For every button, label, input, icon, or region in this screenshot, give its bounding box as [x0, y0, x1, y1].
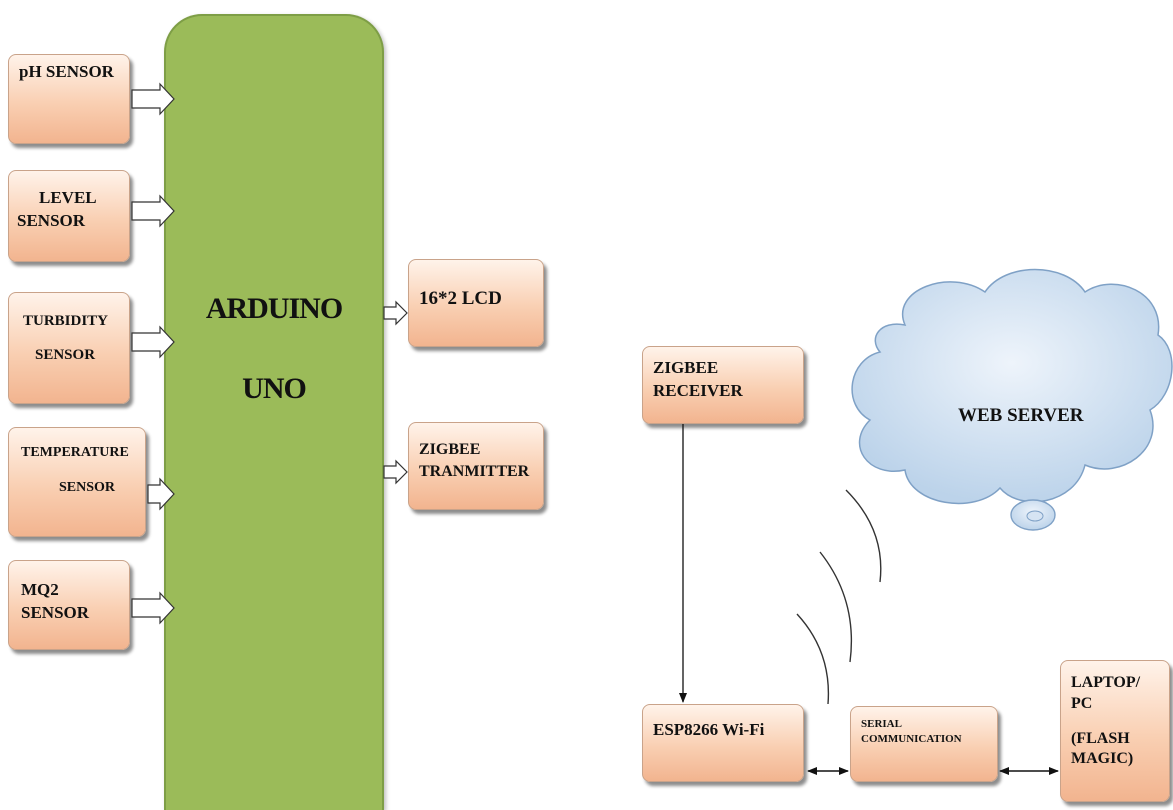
- zigbee-tx-arrow: [383, 459, 408, 485]
- web-server-label: WEB SERVER: [958, 405, 1084, 426]
- zigbee-tx-label-line2: TRANMITTER: [419, 462, 530, 480]
- serial-label-line2: COMMUNICATION: [861, 732, 962, 745]
- zigbee-transmitter-block: ZIGBEE TRANMITTER: [408, 422, 544, 510]
- serial-communication-block: SERIAL COMMUNICATION: [850, 706, 998, 782]
- lcd-label: 16*2 LCD: [419, 288, 502, 309]
- mq2-sensor-block: MQ2 SENSOR: [8, 560, 130, 650]
- laptop-label-line2: PC: [1071, 694, 1093, 712]
- mq2-sensor-label-line2: SENSOR: [21, 602, 90, 622]
- laptop-label-line4: (FLASH: [1071, 729, 1130, 747]
- output-arrows: [383, 300, 408, 485]
- laptop-label-line5: MAGIC): [1071, 750, 1134, 768]
- laptop-label-line1: LAPTOP/: [1071, 674, 1141, 691]
- controller-label-line2: UNO: [242, 372, 307, 405]
- wireless-signal-arcs: [796, 489, 882, 705]
- mq2-sensor-label-line1: MQ2: [21, 580, 59, 599]
- temperature-sensor-block: TEMPERATURE SENSOR: [8, 427, 146, 537]
- esp8266-block: ESP8266 Wi-Fi: [642, 704, 804, 782]
- turbidity-sensor-label-line1: TURBIDITY: [23, 313, 109, 329]
- ph-arrow: [131, 82, 175, 116]
- level-sensor-label-line2: SENSOR: [17, 210, 86, 230]
- lcd-arrow: [383, 300, 408, 326]
- arduino-uno-block: [164, 14, 384, 810]
- ph-sensor-label: pH SENSOR: [19, 62, 114, 81]
- esp8266-label: ESP8266 Wi-Fi: [653, 720, 765, 739]
- lcd-block: 16*2 LCD: [408, 259, 544, 347]
- mq2-arrow: [131, 591, 175, 625]
- level-sensor-label-line1: LEVEL: [39, 188, 97, 207]
- web-server-cloud: [851, 268, 1173, 531]
- temperature-sensor-label-line2: SENSOR: [59, 479, 116, 495]
- level-sensor-block: LEVEL SENSOR: [8, 170, 130, 262]
- temperature-sensor-label-line1: TEMPERATURE: [21, 445, 129, 460]
- zigbee-rx-label-line2: RECEIVER: [653, 380, 743, 400]
- zigbee-receiver-block: ZIGBEE RECEIVER: [642, 346, 804, 424]
- temperature-arrow: [147, 477, 175, 511]
- turbidity-sensor-label-line2: SENSOR: [35, 347, 96, 364]
- serial-label-line1: SERIAL: [861, 718, 902, 730]
- turbidity-arrow: [131, 325, 175, 359]
- zigbee-rx-label-line1: ZIGBEE: [653, 358, 719, 377]
- turbidity-sensor-block: TURBIDITY SENSOR: [8, 292, 130, 404]
- ph-sensor-block: pH SENSOR: [8, 54, 130, 144]
- sensor-arrows: [131, 82, 175, 625]
- laptop-pc-block: LAPTOP/ PC (FLASH MAGIC): [1060, 660, 1170, 802]
- zigbee-tx-label-line1: ZIGBEE: [419, 441, 481, 458]
- controller-label-line1: ARDUINO: [205, 292, 343, 325]
- level-arrow: [131, 194, 175, 228]
